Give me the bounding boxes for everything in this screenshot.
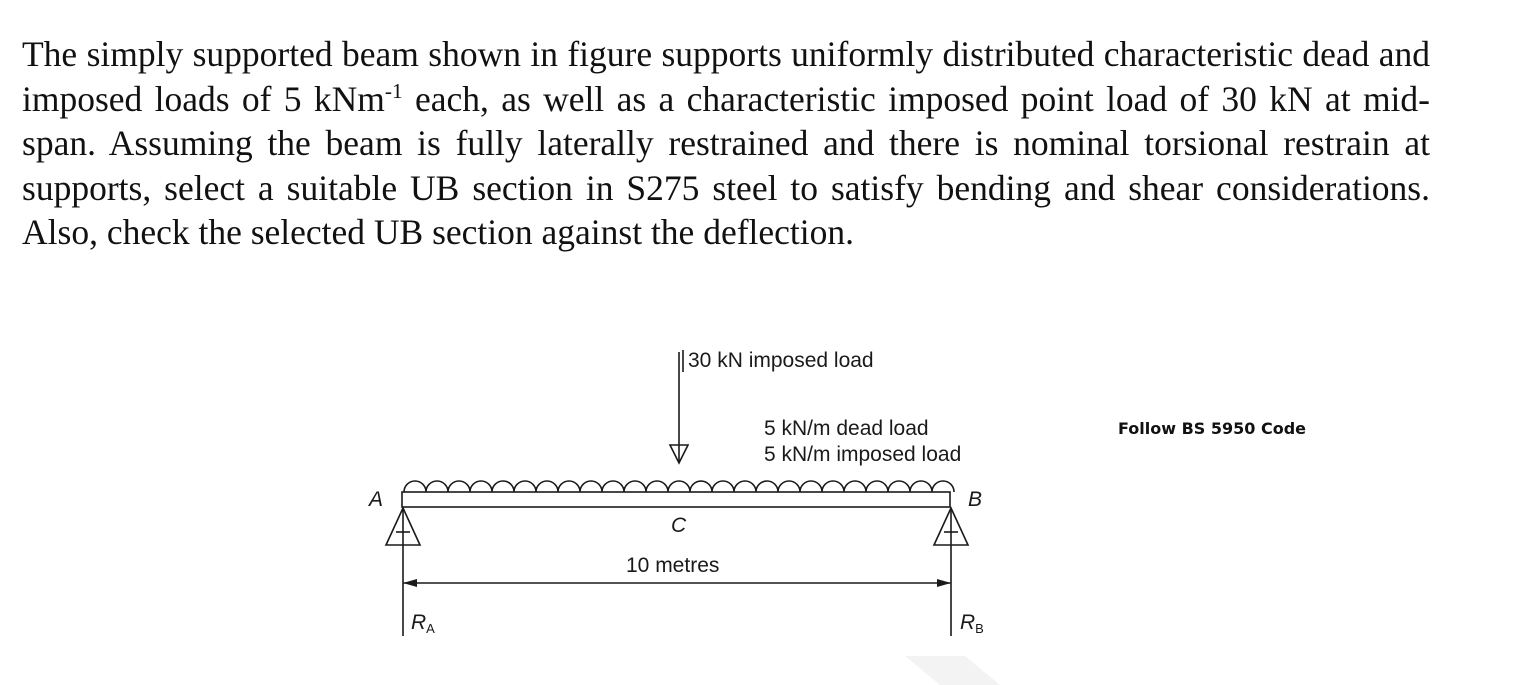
problem-statement: The simply supported beam shown in figur…	[22, 32, 1430, 255]
reaction-a-label: RA	[411, 611, 435, 636]
problem-text-part2: each, as well as a characteristic impose…	[22, 78, 1430, 253]
span-label: 10 metres	[626, 554, 719, 577]
dimension-arrow-left	[403, 579, 417, 587]
udl-dead-load-label: 5 kN/m dead load	[764, 417, 929, 440]
point-load-arrow-head	[668, 444, 690, 465]
udl-imposed-load-label: 5 kN/m imposed load	[764, 443, 961, 466]
dimension-arrow-right	[937, 579, 951, 587]
udl-load-symbol	[403, 480, 955, 493]
midspan-label: C	[671, 514, 687, 537]
reaction-b-label: RB	[960, 611, 984, 636]
beam	[401, 491, 951, 508]
problem-text-part1: The simply supported beam shown in figur…	[22, 34, 1430, 119]
support-b-label: B	[968, 488, 982, 511]
support-a-label: A	[367, 488, 383, 511]
design-code-note: Follow BS 5950 Code	[1118, 419, 1307, 438]
unit-exponent: -1	[384, 78, 403, 103]
point-load-label: 30 kN imposed load	[688, 349, 874, 372]
watermark-shape	[905, 656, 1000, 685]
